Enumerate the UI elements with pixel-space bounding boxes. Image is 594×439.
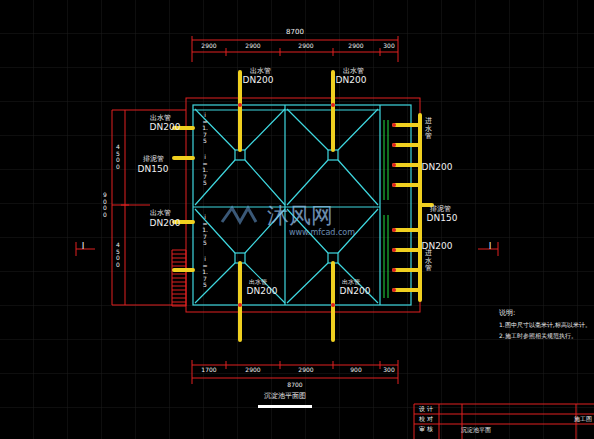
section-mark: I (82, 242, 85, 252)
watermark: 沐风网 (267, 204, 333, 228)
pipe-name: 出水管 (342, 279, 360, 286)
dimension: 300 (383, 43, 394, 50)
pipe-name: 进水管 (425, 118, 432, 141)
pipe-name: 出水管 (150, 210, 171, 218)
pipe-name: 出水管 (150, 115, 171, 123)
pipe-size: DN200 (336, 76, 367, 86)
pipe-name: 排泥管 (143, 156, 164, 164)
title-block-cell: 设 计 (419, 406, 433, 413)
dimension: 2900 (245, 43, 260, 50)
dimension: 2900 (348, 43, 363, 50)
title-block-cell: 施工图 (574, 416, 592, 423)
pipe-size: DN150 (138, 165, 169, 175)
pipe-name: 出水管 (250, 68, 271, 76)
slope-label: i=1.75 (202, 112, 208, 145)
pipe-name: 出水管 (249, 279, 267, 286)
dimension: 300 (383, 367, 394, 374)
dimension: 9000 (102, 192, 108, 218)
dimension: 4500 (115, 144, 121, 170)
dimension: 4500 (115, 242, 121, 268)
pipe-size: DN200 (150, 123, 181, 133)
pipe-name: 出水管 (343, 68, 364, 76)
dimension: 2900 (245, 367, 260, 374)
drawing-caption: 沉淀池平面图 (264, 393, 306, 401)
pipe-name: 进水管 (425, 250, 432, 273)
title-block-cell: 沉淀池平面 (461, 427, 491, 434)
dimension: 2900 (201, 43, 216, 50)
pipe-size: DN150 (427, 214, 458, 224)
dimension: 8700 (286, 29, 304, 37)
dimension: 2900 (298, 43, 313, 50)
note: 2.施工时参照相关规范执行。 (499, 333, 577, 340)
note: 1.图中尺寸以毫米计,标高以米计。 (499, 322, 591, 329)
slope-label: i=1.75 (202, 154, 208, 187)
slope-label: i=1.75 (202, 214, 208, 247)
note: 说明: (499, 310, 515, 318)
section-mark: I (489, 242, 492, 252)
watermark: www.mfcad.com (289, 229, 355, 238)
title-block-cell: 校 对 (419, 416, 433, 423)
pipe-size: DN200 (340, 287, 371, 297)
pipe-size: DN200 (422, 163, 453, 173)
pipe-name: 排泥管 (430, 206, 451, 214)
title-block-cell: 审 核 (419, 426, 433, 433)
dimension: 2900 (298, 367, 313, 374)
dimension: 8700 (287, 382, 302, 389)
pipe-size: DN200 (247, 287, 278, 297)
slope-label: i=1.75 (202, 256, 208, 289)
pipe-size: DN200 (150, 219, 181, 229)
pipe-size: DN200 (243, 76, 274, 86)
dimension: 900 (350, 367, 361, 374)
dimension: 1700 (201, 367, 216, 374)
